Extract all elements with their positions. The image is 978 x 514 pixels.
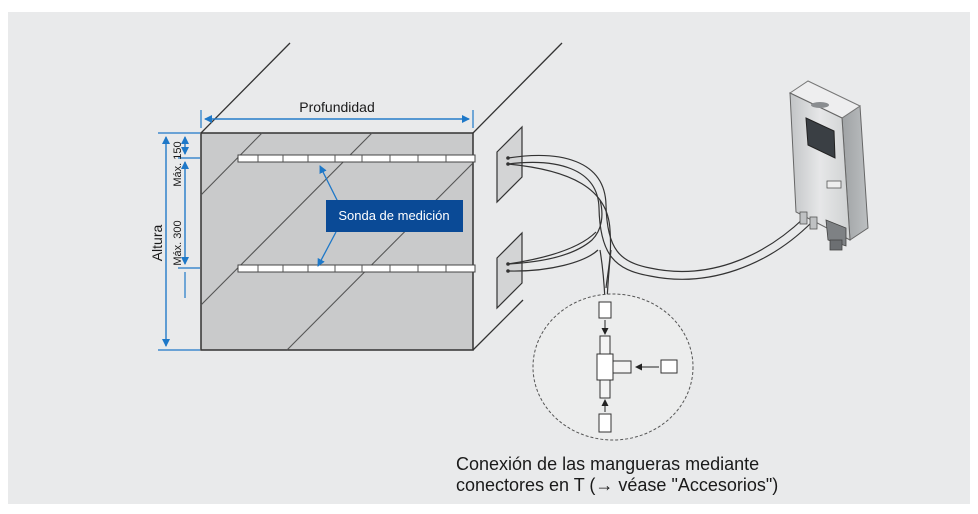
device-logo-icon <box>811 102 829 108</box>
probe-label: Sonda de medición <box>326 200 463 232</box>
max-300-label: Máx. 300 <box>172 220 184 265</box>
duct <box>200 42 563 351</box>
max-150-label: Máx. 150 <box>172 141 184 186</box>
device-display <box>805 117 836 159</box>
probe-upper <box>237 154 476 163</box>
hoses <box>507 154 813 301</box>
probe-pointers <box>317 165 341 267</box>
depth-label: Profundidad <box>299 99 375 115</box>
depth-dimension <box>200 110 474 128</box>
duct-cross-section <box>200 132 474 351</box>
cable-gland <box>825 219 847 247</box>
pressure-transmitter <box>788 80 869 251</box>
t-connector-caption: Conexión de las mangueras mediante conec… <box>456 454 896 496</box>
probe-label-text: Sonda de medición <box>338 208 449 223</box>
max-dimensions <box>178 136 200 298</box>
caption-line-2: conectores en T (→ véase "Accesorios") <box>456 475 779 495</box>
brand-badge-icon <box>826 180 842 189</box>
height-dimension <box>158 132 200 351</box>
probe-lower <box>237 264 476 273</box>
height-label: Altura <box>149 225 165 262</box>
caption-line-1: Conexión de las mangueras mediante <box>456 454 760 474</box>
t-connector-detail <box>532 293 694 441</box>
